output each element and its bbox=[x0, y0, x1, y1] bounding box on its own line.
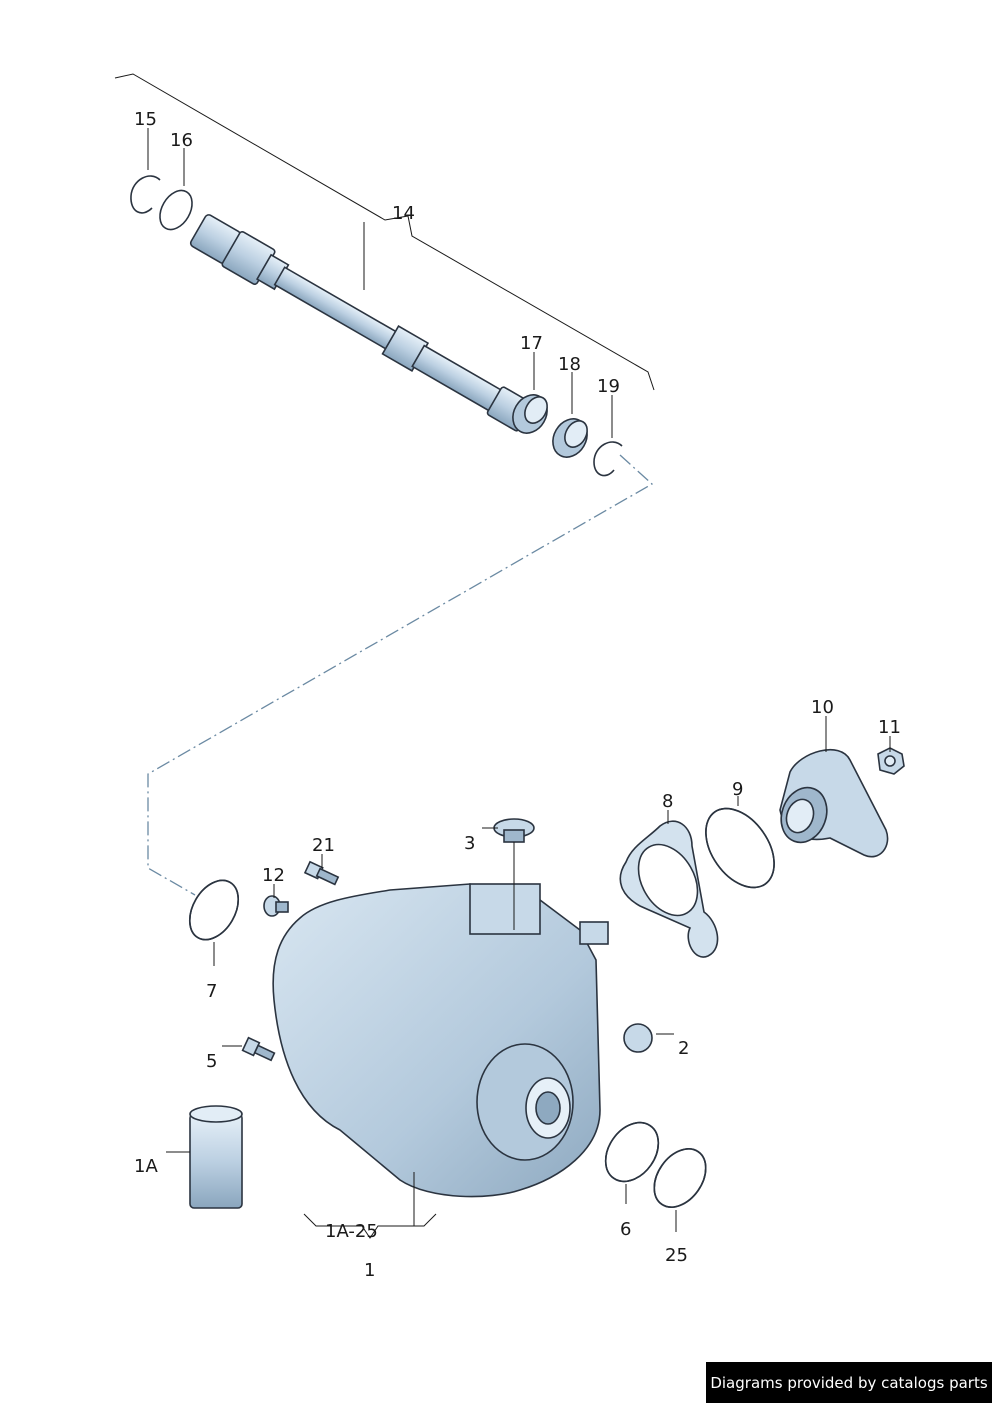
ring-6[interactable] bbox=[595, 1113, 669, 1192]
label-8: 8 bbox=[662, 791, 673, 812]
label-3: 3 bbox=[464, 833, 475, 854]
assembly-guide-line bbox=[147, 454, 654, 896]
gasket-8[interactable] bbox=[619, 820, 719, 958]
ring-25[interactable] bbox=[644, 1139, 717, 1217]
oil-can-1A[interactable] bbox=[189, 1105, 243, 1209]
plug-3[interactable] bbox=[493, 818, 535, 843]
leader-lines bbox=[147, 128, 891, 1239]
bearing-17[interactable] bbox=[506, 389, 554, 440]
label-12: 12 bbox=[262, 865, 285, 886]
label-1A: 1A bbox=[134, 1156, 158, 1177]
label-16: 16 bbox=[170, 130, 193, 151]
ring-16[interactable] bbox=[153, 185, 198, 235]
label-21: 21 bbox=[312, 835, 335, 856]
bolt-21[interactable] bbox=[303, 860, 340, 886]
drive-shaft-14[interactable] bbox=[188, 212, 535, 436]
label-19: 19 bbox=[597, 376, 620, 397]
label-9: 9 bbox=[732, 779, 743, 800]
seal-7[interactable] bbox=[180, 872, 248, 948]
label-7: 7 bbox=[206, 981, 217, 1002]
transfer-case-housing-1[interactable] bbox=[272, 883, 609, 1198]
label-25: 25 bbox=[665, 1245, 688, 1266]
bolt-5[interactable] bbox=[241, 1036, 276, 1063]
label-2: 2 bbox=[678, 1038, 689, 1059]
label-1: 1 bbox=[364, 1260, 375, 1281]
nut-11[interactable] bbox=[877, 747, 905, 775]
circlip-19[interactable] bbox=[593, 441, 623, 477]
label-18: 18 bbox=[558, 354, 581, 375]
label-17: 17 bbox=[520, 333, 543, 354]
label-15: 15 bbox=[134, 109, 157, 130]
credit-banner: Diagrams provided by catalogs parts bbox=[706, 1362, 992, 1403]
label-10: 10 bbox=[811, 697, 834, 718]
shaft-group-bracket bbox=[114, 73, 655, 391]
label-5: 5 bbox=[206, 1051, 217, 1072]
part-labels: 15 16 14 17 18 19 10 11 8 9 3 21 12 7 2 … bbox=[134, 109, 901, 1281]
circlip-15[interactable] bbox=[130, 175, 161, 214]
plug-12[interactable] bbox=[263, 895, 289, 917]
label-1A-25: 1A-25 bbox=[325, 1221, 378, 1242]
flange-10[interactable] bbox=[774, 749, 889, 858]
bearing-18[interactable] bbox=[546, 413, 594, 464]
cap-2[interactable] bbox=[623, 1023, 653, 1053]
seal-ring-9[interactable] bbox=[692, 796, 788, 900]
label-6: 6 bbox=[620, 1219, 631, 1240]
label-11: 11 bbox=[878, 717, 901, 738]
label-14: 14 bbox=[392, 203, 415, 224]
